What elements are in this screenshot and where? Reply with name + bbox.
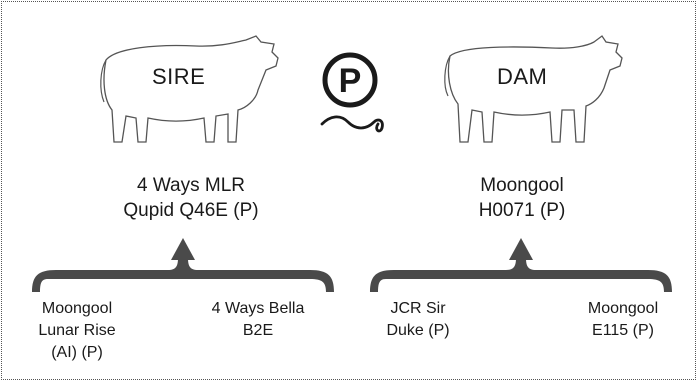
badge-letter: P — [339, 62, 362, 100]
dam-parent-2-line1: Moongool — [587, 300, 659, 317]
sire-name-line1: 4 Ways MLR — [136, 175, 246, 196]
dam-parent-1: JCR Sir Duke (P) — [370, 298, 466, 342]
dam-parent-1-line2: Duke (P) — [386, 322, 450, 339]
dam-name-line1: Moongool — [480, 175, 564, 196]
sire-name-line2: Qupid Q46E (P) — [123, 200, 259, 221]
sire-parent-1: Moongool Lunar Rise (AI) (P) — [22, 298, 132, 364]
dam-parent-2: Moongool E115 (P) — [573, 298, 673, 342]
bull-silhouette-icon — [100, 35, 279, 143]
sire-label: SIRE — [152, 64, 206, 89]
dam-parent-2-line2: E115 (P) — [592, 322, 654, 339]
dam-bracket-arrow — [370, 238, 672, 292]
sire-bracket-arrow — [32, 238, 334, 292]
sire-parent-2-line2: B2E — [242, 322, 274, 339]
dam-name-line2: H0071 (P) — [478, 200, 566, 221]
dam-parent-1-line1: JCR Sir — [390, 300, 446, 317]
sire-name: 4 Ways MLR Qupid Q46E (P) — [96, 173, 286, 223]
polled-badge-icon: P — [320, 52, 384, 133]
dam-name: Moongool H0071 (P) — [442, 173, 602, 223]
sire-parent-1-line3: (AI) (P) — [51, 344, 103, 361]
dam-label: DAM — [497, 64, 548, 89]
sire-parent-1-line1: Moongool — [41, 300, 113, 317]
sire-parent-1-line2: Lunar Rise — [38, 322, 116, 339]
cow-silhouette-icon — [444, 35, 623, 143]
sire-parent-2-line1: 4 Ways Bella — [211, 300, 305, 317]
sire-parent-2: 4 Ways Bella B2E — [200, 298, 316, 342]
